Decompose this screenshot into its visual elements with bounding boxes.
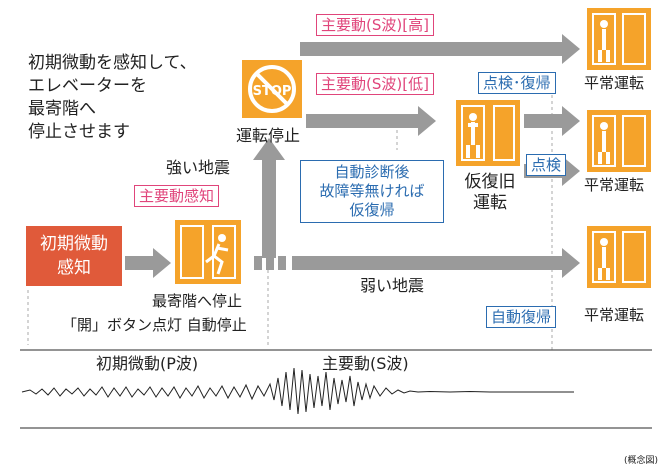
intro-text: 初期微動を感知して、 エレベーターを 最寄階へ 停止させます bbox=[28, 52, 197, 144]
nearest-floor-line2: 「開」ボタン点灯 自動停止 bbox=[62, 316, 247, 334]
initial-tremor-box: 初期微動 感知 bbox=[26, 226, 122, 286]
start-box-line: 初期微動 bbox=[40, 234, 108, 254]
auto-diag-line: 自動診断後 bbox=[334, 163, 410, 181]
auto-diagnosis-box: 自動診断後 故障等無ければ 仮復帰 bbox=[300, 160, 444, 223]
stop-sign-icon bbox=[242, 60, 302, 118]
running-person-elevator-icon bbox=[175, 220, 241, 284]
main-low-label: 主要動(S波)[低] bbox=[316, 73, 434, 95]
temp-restore-line: 運転 bbox=[473, 193, 507, 214]
weak-quake-label: 弱い地震 bbox=[360, 276, 425, 295]
main-detect-label: 主要動感知 bbox=[134, 185, 220, 207]
nearest-floor-line1: 最寄階へ停止 bbox=[152, 292, 243, 310]
intro-line: エレベーターを bbox=[28, 76, 147, 96]
normal-label-2: 平常運転 bbox=[584, 176, 645, 194]
normal-elevator-icon-2 bbox=[587, 110, 651, 172]
seismic-waveform bbox=[21, 367, 574, 415]
normal-label-1: 平常運転 bbox=[584, 74, 645, 92]
p-wave-label: 初期微動(P波) bbox=[96, 354, 199, 373]
footnote: (概念図) bbox=[624, 456, 659, 466]
normal-elevator-icon-3 bbox=[587, 226, 651, 288]
intro-line: 停止させます bbox=[28, 122, 130, 142]
strong-quake-label: 強い地震 bbox=[166, 158, 231, 177]
intro-line: 初期微動を感知して、 bbox=[28, 53, 197, 73]
standing-person-elevator-icon bbox=[456, 100, 520, 166]
temp-restore-line: 仮復旧 bbox=[464, 172, 516, 192]
inspect-label: 点検 bbox=[526, 154, 567, 176]
stop-sign-text: STOP bbox=[253, 84, 292, 99]
main-high-label: 主要動(S波)[高] bbox=[316, 14, 434, 36]
s-wave-label: 主要動(S波) bbox=[322, 354, 409, 373]
intro-line: 最寄階へ bbox=[28, 99, 96, 119]
auto-diag-line: 仮復帰 bbox=[349, 201, 395, 219]
normal-label-3: 平常運転 bbox=[584, 306, 645, 324]
start-box-line: 感知 bbox=[57, 258, 91, 278]
auto-restore-label: 自動復帰 bbox=[486, 306, 557, 328]
temp-restore-label: 仮復旧 運転 bbox=[452, 172, 528, 215]
stop-operation-label: 運転停止 bbox=[236, 126, 301, 145]
normal-elevator-icon-1 bbox=[587, 8, 651, 70]
inspect-restore-label: 点検･復帰 bbox=[478, 72, 556, 94]
auto-diag-line: 故障等無ければ bbox=[319, 182, 425, 200]
